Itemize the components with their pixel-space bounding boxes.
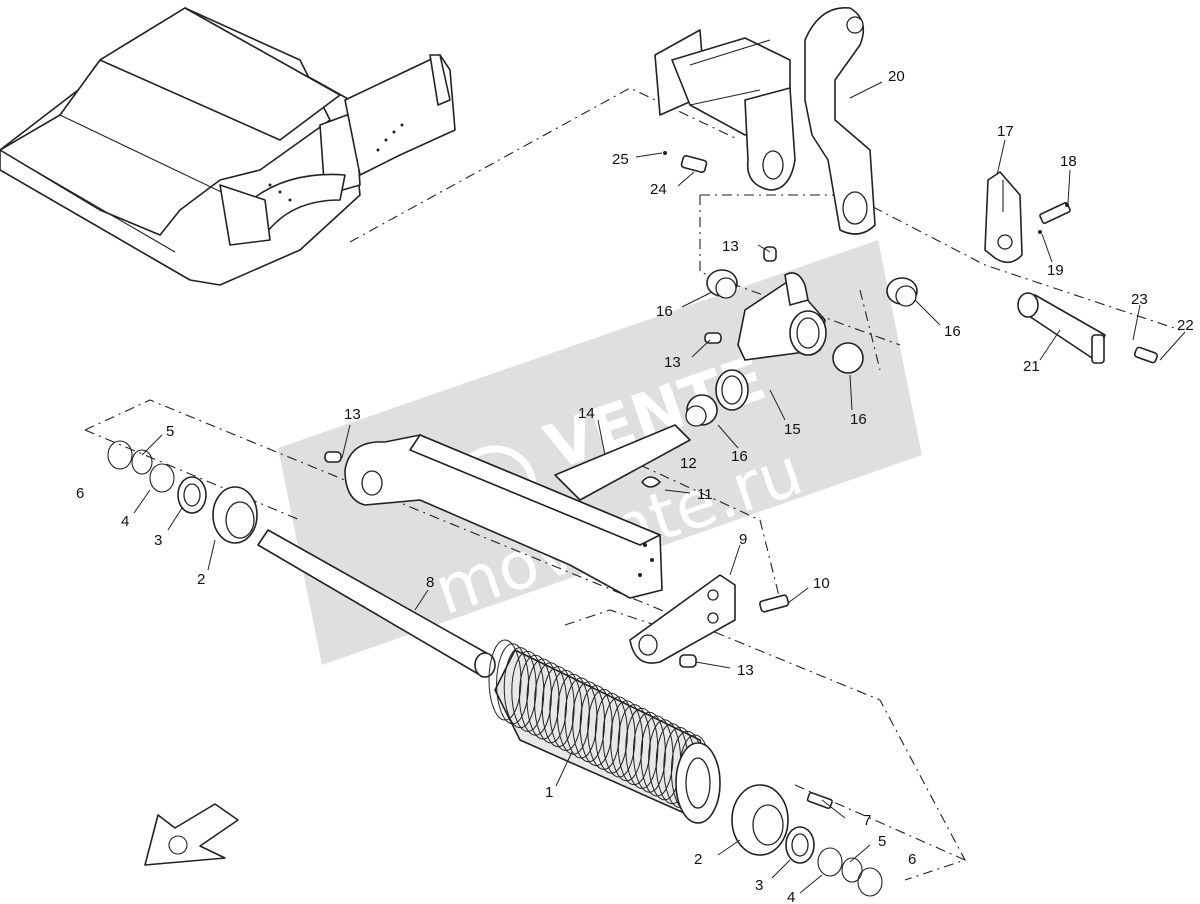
callout-10: 10 xyxy=(813,575,830,592)
callout-6-right: 6 xyxy=(908,851,916,868)
callout-8: 8 xyxy=(426,574,434,591)
callout-4-right: 4 xyxy=(787,889,795,904)
callout-2-left: 2 xyxy=(197,571,205,588)
right-bearing-assembly xyxy=(731,784,883,897)
callout-labels: 1 2 2 3 3 4 4 5 5 6 6 7 8 9 10 11 12 13 … xyxy=(76,68,1194,904)
callout-13-left: 13 xyxy=(344,406,361,423)
part-21-pin xyxy=(1017,292,1159,364)
callout-21: 21 xyxy=(1023,358,1040,375)
callout-13-middle: 13 xyxy=(664,354,681,371)
callout-5-right: 5 xyxy=(878,833,886,850)
direction-arrow-icon xyxy=(144,803,239,866)
part-8-shaft xyxy=(257,529,496,678)
callout-5-left: 5 xyxy=(166,423,174,440)
callout-16-upper-left: 16 xyxy=(656,303,673,320)
callout-6-left: 6 xyxy=(76,485,84,502)
callout-20: 20 xyxy=(888,68,905,85)
callout-18: 18 xyxy=(1060,153,1077,170)
callout-9: 9 xyxy=(739,531,747,548)
callout-11: 11 xyxy=(697,486,713,503)
part-9-link-plate xyxy=(629,574,736,664)
part-10-bolt xyxy=(759,594,790,613)
part-12-washer xyxy=(641,476,661,488)
callout-24: 24 xyxy=(650,181,667,198)
callout-3-left: 3 xyxy=(154,532,162,549)
part-18-bolt xyxy=(1038,201,1071,234)
callout-17: 17 xyxy=(997,123,1014,140)
callout-13-top: 13 xyxy=(722,238,739,255)
callout-15: 15 xyxy=(784,421,801,438)
part-17-locking-plate xyxy=(984,171,1023,264)
callout-16-upper-right: 16 xyxy=(944,323,961,340)
callout-14: 14 xyxy=(578,405,595,422)
callout-16-lower-left: 16 xyxy=(731,448,748,465)
callout-19: 19 xyxy=(1047,262,1064,279)
callout-22: 22 xyxy=(1177,317,1194,334)
part-20-bracket xyxy=(654,7,876,235)
callout-13-bottom: 13 xyxy=(737,662,754,679)
part-1-packer-drum xyxy=(488,639,721,824)
callout-12: 12 xyxy=(680,455,697,472)
assembly-lines xyxy=(84,87,1181,881)
part-24-bolt xyxy=(663,151,708,174)
callout-2-right: 2 xyxy=(694,851,702,868)
main-frame xyxy=(0,7,456,286)
callout-23: 23 xyxy=(1131,291,1148,308)
part-16-bushings xyxy=(685,269,918,427)
part-14-arm xyxy=(344,424,691,599)
left-bearing-assembly xyxy=(107,440,258,544)
part-15-pivot-housing xyxy=(715,272,827,411)
callout-3-right: 3 xyxy=(755,877,763,894)
callout-16-lower-right: 16 xyxy=(850,411,867,428)
callout-4-left: 4 xyxy=(121,513,129,530)
callout-leaders xyxy=(133,81,1186,894)
callout-25: 25 xyxy=(612,151,629,168)
callout-1: 1 xyxy=(545,784,553,801)
drum-rings xyxy=(488,639,712,816)
callout-7: 7 xyxy=(863,812,871,829)
